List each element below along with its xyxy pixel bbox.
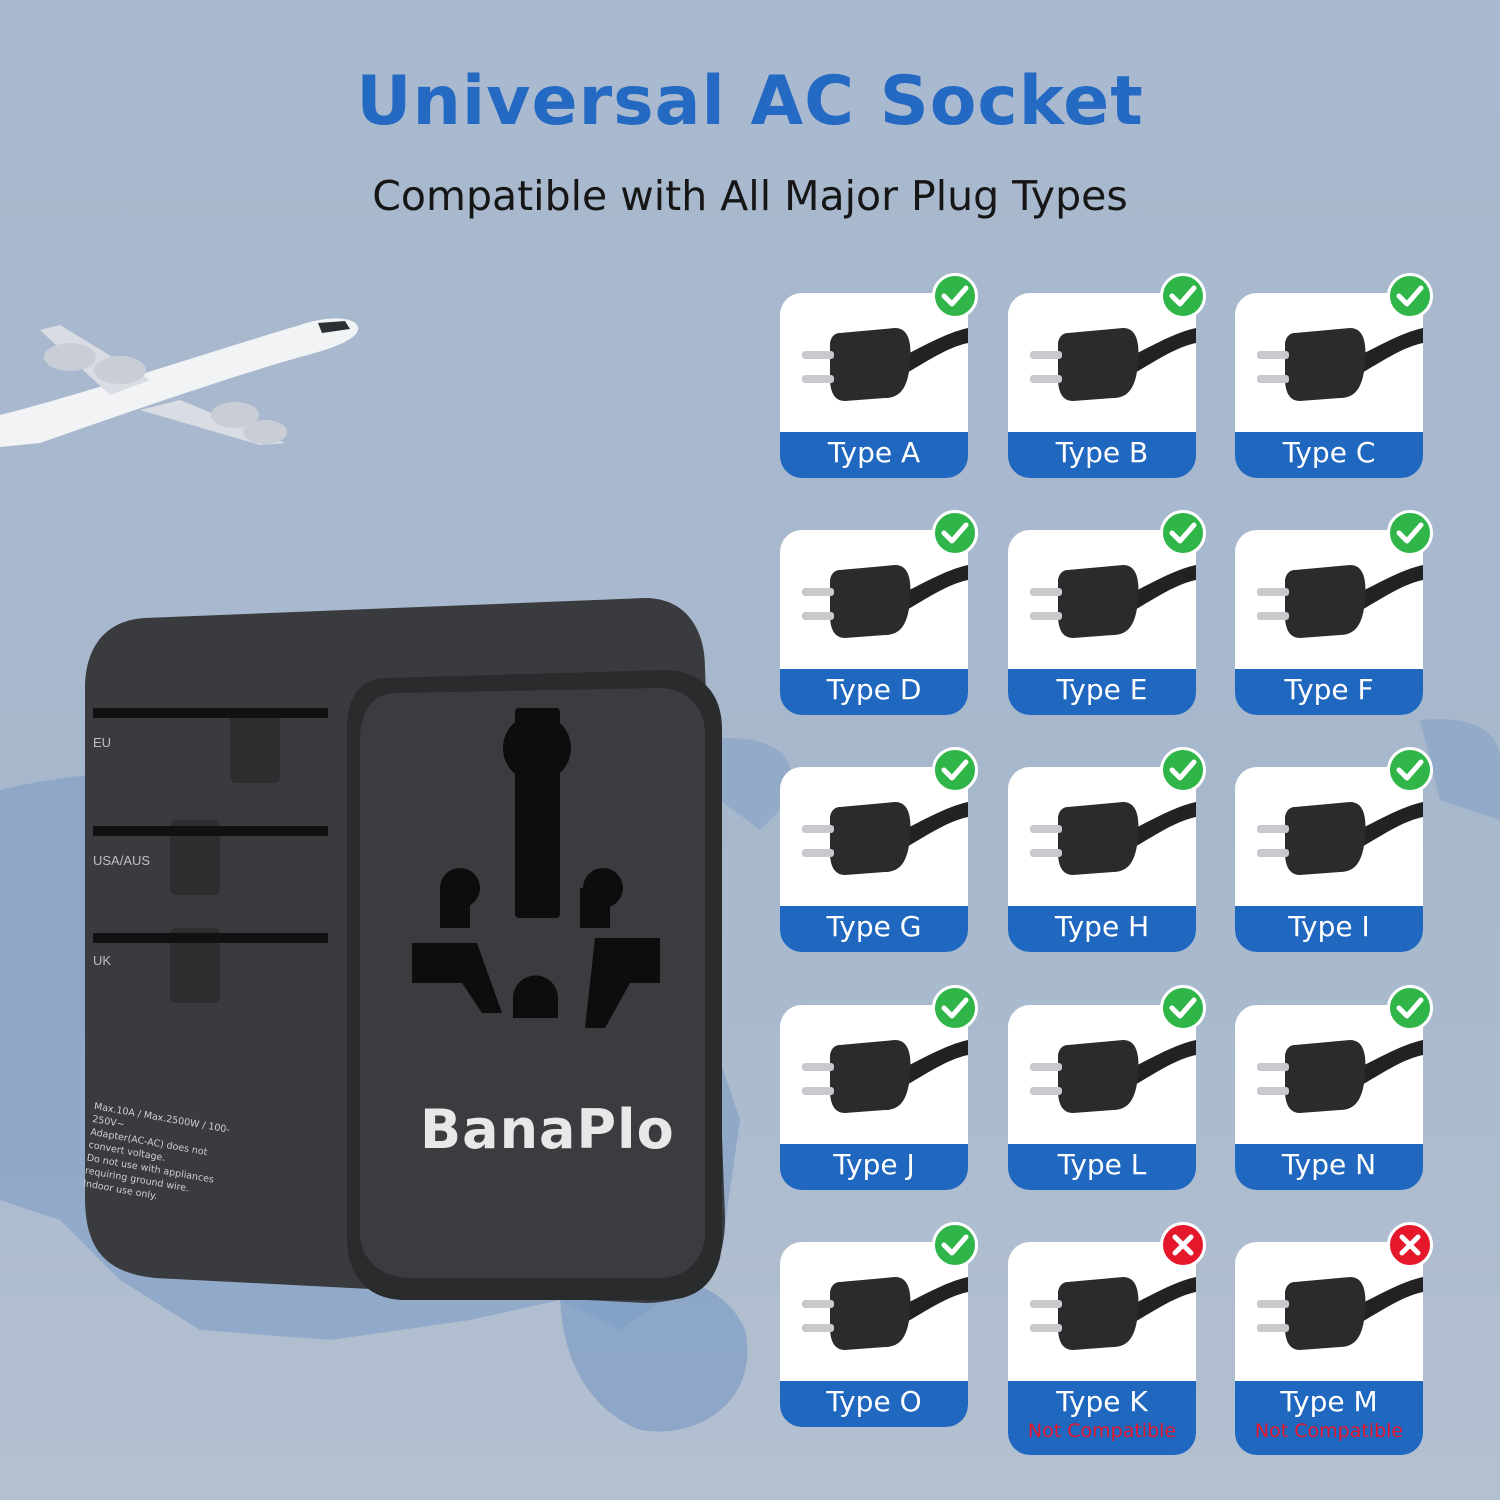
plug-type-label-band: Type B (1008, 432, 1196, 478)
plug-card-type-e: Type E (1008, 510, 1206, 715)
check-icon (1160, 747, 1206, 793)
plug-type-label: Type A (827, 436, 921, 469)
plug-type-label: Type D (826, 673, 922, 706)
plug-type-label: Type E (1056, 673, 1148, 706)
plug-image (1257, 1040, 1423, 1113)
plug-image (1030, 565, 1196, 638)
plug-image (802, 565, 968, 638)
plug-type-label-band: Type C (1235, 432, 1423, 478)
adapter-body (85, 598, 725, 1303)
plug-image (802, 802, 968, 875)
plug-image (1257, 802, 1423, 875)
plug-card-type-l: Type L (1008, 985, 1206, 1190)
plug-image (1257, 1277, 1423, 1350)
plug-card-type-j: Type J (780, 985, 978, 1190)
brand-logo: BanaPlo (420, 1098, 675, 1161)
plug-type-label-band: Type G (780, 906, 968, 952)
check-icon (932, 747, 978, 793)
plug-type-label: Type M (1280, 1385, 1378, 1418)
plug-image (802, 328, 968, 401)
plug-type-label-band: Type J (780, 1144, 968, 1190)
check-icon (932, 510, 978, 556)
plug-type-label: Type I (1288, 910, 1370, 943)
page-subtitle: Compatible with All Major Plug Types (372, 172, 1128, 220)
plug-type-label-band: Type L (1008, 1144, 1196, 1190)
cross-icon (1160, 1222, 1206, 1268)
check-icon (1387, 273, 1433, 319)
plug-image (802, 1040, 968, 1113)
plug-card-type-b: Type B (1008, 273, 1206, 478)
plug-card-type-g: Type G (780, 747, 978, 952)
check-icon (1387, 510, 1433, 556)
check-icon (1160, 273, 1206, 319)
page-title: Universal AC Socket (356, 62, 1144, 141)
check-icon (1387, 747, 1433, 793)
plug-type-label-band: Type N (1235, 1144, 1423, 1190)
plug-type-label: Type C (1282, 436, 1376, 469)
plug-type-label-band: Type I (1235, 906, 1423, 952)
plug-type-label: Type O (826, 1385, 922, 1418)
plug-card-type-d: Type D (780, 510, 978, 715)
plug-card-type-c: Type C (1235, 273, 1433, 478)
plug-type-label-band: Type F (1235, 669, 1423, 715)
travel-adapter-product: EU USA/AUS UK (85, 598, 735, 1312)
slider-label-uk: UK (93, 953, 112, 968)
plug-image (1257, 565, 1423, 638)
plug-image (1030, 802, 1196, 875)
not-compatible-note: Not Compatible (1027, 1420, 1177, 1442)
check-icon (1387, 985, 1433, 1031)
plug-image (1030, 1040, 1196, 1113)
check-icon (1160, 510, 1206, 556)
check-icon (932, 985, 978, 1031)
check-icon (932, 1222, 978, 1268)
slider-label-usa-aus: USA/AUS (93, 853, 151, 868)
plug-card-type-i: Type I (1235, 747, 1433, 952)
plug-type-label: Type H (1054, 910, 1150, 943)
plug-type-label: Type B (1055, 436, 1149, 469)
plug-card-type-f: Type F (1235, 510, 1433, 715)
plug-type-label: Type K (1056, 1385, 1148, 1418)
plug-type-label: Type J (833, 1148, 915, 1181)
plug-card-type-h: Type H (1008, 747, 1206, 952)
plug-image (1257, 328, 1423, 401)
plug-type-label-band: Type H (1008, 906, 1196, 952)
not-compatible-note: Not Compatible (1254, 1420, 1404, 1442)
plug-image (802, 1277, 968, 1350)
plug-card-type-o: Type O (780, 1222, 978, 1427)
plug-type-label-band: Type A (780, 432, 968, 478)
check-icon (1160, 985, 1206, 1031)
plug-type-label: Type L (1057, 1148, 1147, 1181)
plug-type-label: Type G (826, 910, 922, 943)
plug-type-label: Type N (1281, 1148, 1377, 1181)
plug-card-type-n: Type N (1235, 985, 1433, 1190)
plug-type-label: Type F (1284, 673, 1374, 706)
plug-type-label-band: Type D (780, 669, 968, 715)
plug-card-type-a: Type A (780, 273, 978, 478)
plug-image (1030, 328, 1196, 401)
plug-image (1030, 1277, 1196, 1350)
check-icon (932, 273, 978, 319)
slider-label-eu: EU (93, 735, 112, 750)
cross-icon (1387, 1222, 1433, 1268)
airplane-image (0, 318, 359, 447)
plug-type-label-band: Type E (1008, 669, 1196, 715)
plug-type-label-band: Type O (780, 1381, 968, 1427)
